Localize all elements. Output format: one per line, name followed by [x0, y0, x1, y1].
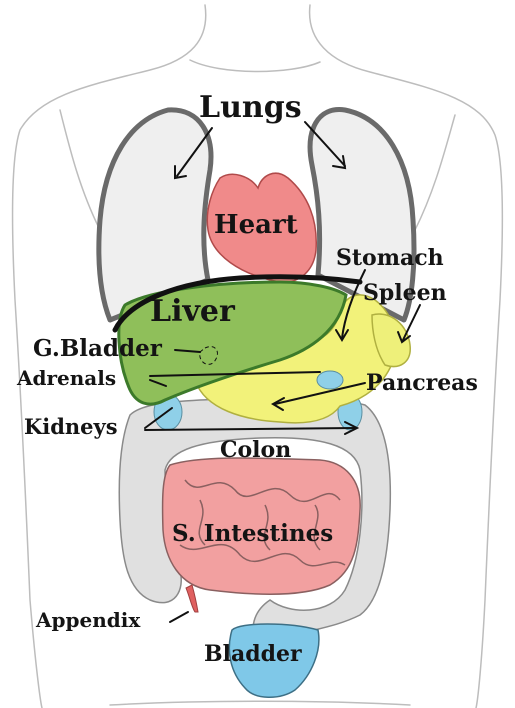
label-spleen: Spleen — [363, 282, 447, 304]
label-gallbladder: G.Bladder — [33, 337, 162, 360]
label-adrenals: Adrenals — [17, 368, 116, 388]
label-heart: Heart — [214, 212, 298, 238]
label-kidneys: Kidneys — [24, 416, 118, 437]
label-appendix: Appendix — [36, 610, 140, 630]
label-liver: Liver — [150, 297, 235, 327]
label-bladder: Bladder — [204, 643, 302, 665]
label-colon: Colon — [220, 439, 291, 461]
label-lungs: Lungs — [199, 93, 302, 123]
appendix-shape — [186, 585, 198, 612]
label-small-intestines: S. Intestines — [172, 522, 333, 545]
label-pancreas: Pancreas — [366, 372, 478, 394]
label-stomach: Stomach — [336, 247, 444, 269]
